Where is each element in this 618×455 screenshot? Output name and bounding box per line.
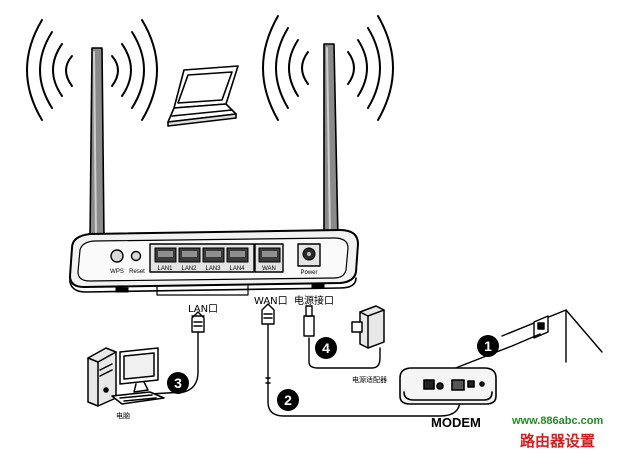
computer-icon <box>87 347 165 407</box>
wall-phone-socket <box>501 309 603 363</box>
left-signal-waves <box>26 19 158 121</box>
laptop-icon <box>167 65 239 127</box>
lan4-label: LAN4 <box>229 266 245 272</box>
power-cable <box>303 305 381 369</box>
step-4-marker <box>315 337 337 359</box>
lan-group-label: LAN口 <box>188 304 218 315</box>
lan-bracket <box>156 285 249 296</box>
right-signal-waves <box>262 15 394 121</box>
computer-label: 电脑 <box>116 411 130 420</box>
modem-label: MODEM <box>431 415 481 430</box>
power-adapter-label: 电源适配器 <box>352 375 387 384</box>
left-antenna <box>87 47 107 253</box>
wan-port-label: WAN口 <box>254 296 288 307</box>
step-4-number: 4 <box>322 340 330 356</box>
step-3-marker <box>167 372 189 394</box>
step-1-marker <box>477 335 499 357</box>
wan-label: WAN <box>262 266 276 272</box>
step-1-number: 1 <box>484 338 492 354</box>
wan-cable <box>261 303 461 417</box>
lan4-port <box>226 247 249 263</box>
lan2-label: LAN2 <box>181 266 197 272</box>
watermark-url: www.886abc.com <box>511 415 604 427</box>
step-3-number: 3 <box>174 375 182 391</box>
lan1-port <box>154 247 177 263</box>
step-2-marker <box>277 389 299 411</box>
modem-icon <box>399 367 497 405</box>
right-antenna <box>321 43 341 253</box>
power-adapter-icon <box>351 305 385 349</box>
wps-button <box>110 249 124 263</box>
power-port-label: 电源接口 <box>294 294 334 307</box>
step-2-number: 2 <box>284 392 292 408</box>
lan3-port <box>202 247 225 263</box>
lan2-port <box>178 247 201 263</box>
watermark-title: 路由器设置 <box>520 432 595 450</box>
wan-port <box>258 247 281 263</box>
lan1-label: LAN1 <box>157 266 173 272</box>
wps-label: WPS <box>110 269 124 275</box>
lan3-label: LAN3 <box>205 266 221 272</box>
reset-label: Reset <box>129 269 145 275</box>
reset-button <box>130 250 142 262</box>
power-label: Power <box>300 270 317 276</box>
